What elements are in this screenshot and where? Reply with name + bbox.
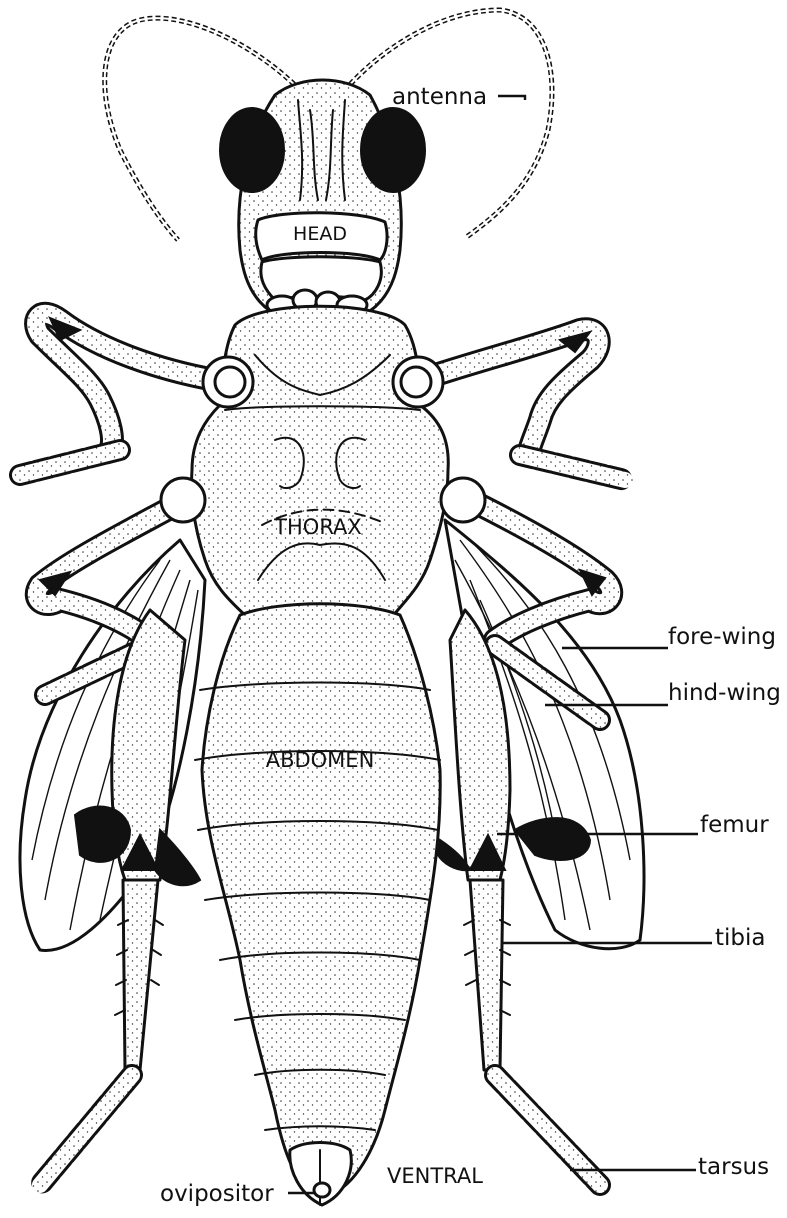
right-compound-eye: [361, 108, 425, 192]
antenna-label: antenna: [392, 84, 487, 110]
callout-ovipositor: ovipositor: [160, 1181, 314, 1207]
abdomen-label: ABDOMEN: [266, 748, 375, 772]
head: [220, 80, 425, 330]
tarsus-label: tarsus: [698, 1154, 769, 1180]
head-label: HEAD: [293, 223, 347, 245]
ventral-view-label: VENTRAL: [387, 1164, 483, 1188]
femur-label: femur: [700, 812, 769, 838]
fore-wing-label: fore-wing: [668, 624, 776, 650]
callout-fore-wing: fore-wing: [562, 624, 776, 650]
ovipositor-label: ovipositor: [160, 1181, 274, 1207]
thorax: [161, 306, 485, 620]
ovipositor-tip: [290, 1143, 351, 1206]
right-front-leg: [420, 329, 625, 480]
left-compound-eye: [220, 108, 284, 192]
thorax-label: THORAX: [273, 515, 362, 539]
tibia-label: tibia: [715, 925, 766, 951]
callout-antenna: antenna: [392, 84, 525, 110]
hind-wing-label: hind-wing: [668, 680, 781, 706]
left-front-leg: [20, 314, 215, 475]
abdomen: [195, 604, 440, 1205]
